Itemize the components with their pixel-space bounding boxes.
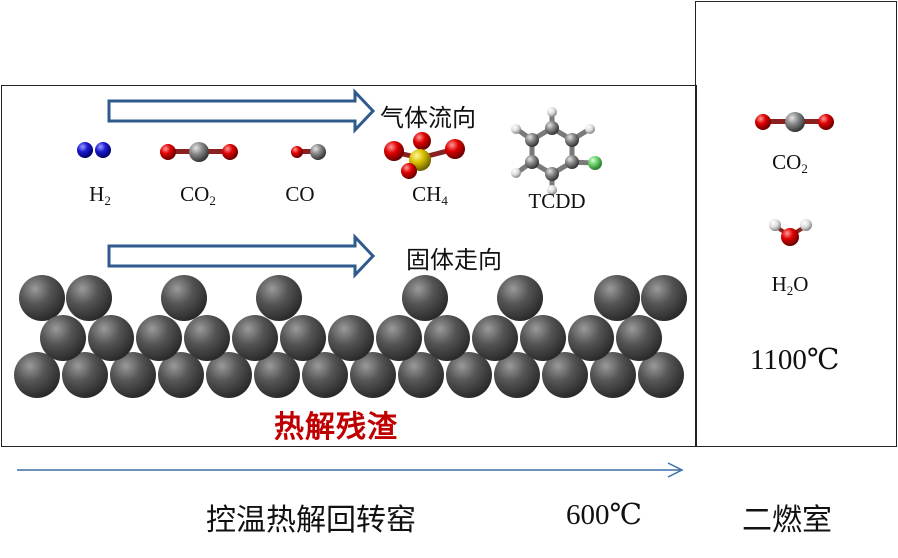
residue-particle: [302, 352, 348, 398]
solid-flow-arrow: [107, 233, 376, 279]
residue-particle: [280, 315, 326, 361]
residue-particle: [542, 352, 588, 398]
residue-particle: [494, 352, 540, 398]
ch4-label: CH4: [412, 182, 448, 208]
residue-particle: [232, 315, 278, 361]
residue-particle: [568, 315, 614, 361]
combustion-chamber-title: 二燃室: [742, 503, 832, 538]
residue-particle: [254, 352, 300, 398]
chamber-co2-molecule-icon: [755, 112, 834, 132]
residue-particle: [497, 275, 543, 321]
residue-particle: [472, 315, 518, 361]
residue-particle: [184, 315, 230, 361]
residue-particle: [350, 352, 396, 398]
residue-particle: [638, 352, 684, 398]
residue-particle: [19, 275, 65, 321]
residue-particle: [520, 315, 566, 361]
h2o-label: H2O: [771, 272, 809, 298]
residue-particle: [590, 352, 636, 398]
gas-flow-label: 气体流向: [380, 104, 476, 132]
tcdd-molecule-icon: [511, 107, 602, 195]
kiln-temperature: 600℃: [566, 499, 642, 531]
residue-particle: [14, 352, 60, 398]
ch4-molecule-icon: [384, 132, 465, 179]
residue-particle: [110, 352, 156, 398]
solid-flow-label: 固体走向: [406, 246, 502, 274]
co-molecule-icon: [291, 144, 326, 160]
tcdd-label: TCDD: [528, 189, 586, 213]
rotary-kiln-title: 控温热解回转窑: [206, 503, 416, 538]
residue-particle: [161, 275, 207, 321]
residue-particle: [328, 315, 374, 361]
residue-particle: [206, 352, 252, 398]
h2o-molecule-icon: [769, 219, 812, 246]
h2-molecule-icon: [77, 142, 111, 158]
residue-particle: [616, 315, 662, 361]
residue-particle: [88, 315, 134, 361]
co2-molecule-icon: [160, 142, 238, 162]
residue-particle: [40, 315, 86, 361]
residue-particle: [66, 275, 112, 321]
residue-particle: [398, 352, 444, 398]
residue-particle: [136, 315, 182, 361]
chamber-temperature: 1100℃: [750, 344, 840, 376]
pyrolysis-residue-label: 热解残渣: [274, 410, 398, 445]
residue-particle: [62, 352, 108, 398]
residue-particle: [376, 315, 422, 361]
h2-label: H2: [89, 182, 111, 208]
gas-flow-arrow: [107, 88, 376, 134]
co-label: CO: [285, 182, 315, 206]
rotary-kiln-box: [1, 85, 697, 447]
residue-particle: [446, 352, 492, 398]
co2-label: CO2: [180, 182, 216, 208]
residue-particle: [424, 315, 470, 361]
process-direction-arrow: [17, 462, 684, 478]
residue-particle: [256, 275, 302, 321]
residue-particle: [641, 275, 687, 321]
residue-particle: [594, 275, 640, 321]
residue-particle: [158, 352, 204, 398]
secondary-combustion-chamber-box: [695, 1, 897, 447]
residue-particle: [402, 275, 448, 321]
pyrolysis-residue-particles: [14, 275, 687, 398]
chamber-co2-label: CO2: [772, 150, 808, 176]
